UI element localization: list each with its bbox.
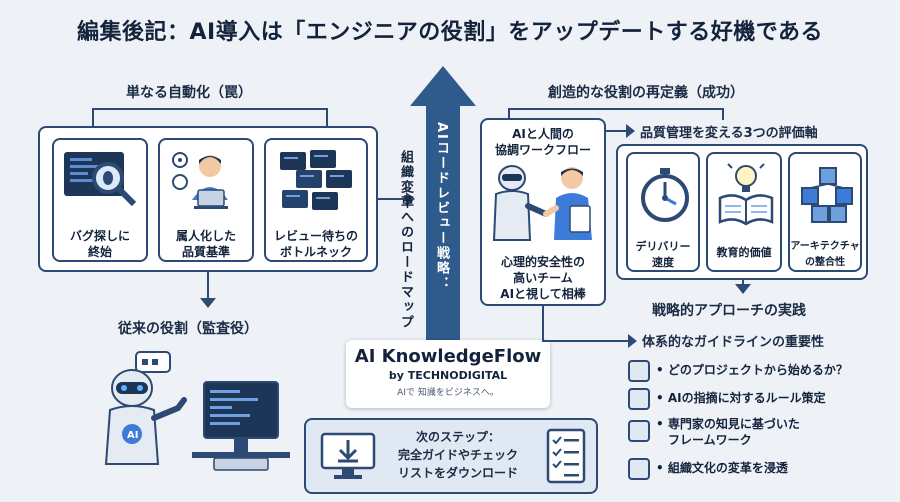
axis-label-line-1: デリバリー [635,240,691,253]
strategy-item-3-line-2: フレームワーク [668,433,752,447]
collab-desc-line-1: 心理的安全性の [500,255,585,269]
card-label-line-2: ボトルネック [279,245,352,259]
left-bracket [92,108,328,126]
strategy-item-1: • どのプロジェクトから始めるか？ [656,363,848,377]
axis-label-line-1: アーキテクチャ [790,241,860,252]
brand-by: by TECHNODIGITAL [388,369,508,382]
axis-card-delivery: デリバリー 速度 [626,152,700,272]
collab-title-line-1: AIと人間の [512,127,574,141]
axis-label-line-1: 教育的価値 [716,246,772,259]
brand-tagline: AIで 知識をビジネスへ。 [397,388,499,398]
guideline-heading: 体系的なガイドラインの重要性 [642,335,825,350]
axis-label-line-2: 速度 [652,256,674,269]
axis-card-architecture: アーキテクチャ の整合性 [788,152,862,272]
card-label-line-1: 属人化した [175,229,236,243]
download-monitor-icon [320,432,376,479]
right-heading: 創造的な役割の再定義（成功） [548,85,744,101]
roadmap-side-text: 組織変革へのロードマップ [398,150,413,330]
roadmap-arrow [410,66,476,356]
connector-arrowhead [628,334,637,348]
card-label-line-1: レビュー待ちの [273,229,358,243]
strategy-item-4: • 組織文化の変革を浸透 [656,461,788,475]
collab-desc-line-2: 高いチーム [513,271,573,285]
card-label-line-2: 終始 [87,245,112,259]
stopwatch-icon [641,168,689,222]
right-bracket [508,108,724,120]
plant-icon [628,458,650,480]
next-step-line-2: リストをダウンロード [397,466,518,480]
strategy-heading: 戦略的アプローチの実践 [652,303,806,319]
checklist-icon [628,360,650,382]
card-label-line-2: 品質基準 [181,245,230,259]
book-lightbulb-icon [718,163,774,226]
brand-box: AI KnowledgeFlow by TECHNODIGITAL AIで 知識… [346,340,550,408]
person-laptop-icon [172,152,228,209]
strategy-item-3-line-1: • 専門家の知見に基づいた [656,417,800,431]
cubes-icon [801,167,853,223]
left-heading: 単なる自動化（罠） [126,85,252,101]
collab-desc-line-3: AIと視して相棒 [500,287,586,301]
collab-title-line-2: 協調ワークフロー [494,143,591,157]
svg-text:AI: AI [127,430,138,441]
robot-auditor-illustration: AI [104,351,290,471]
next-step-title: 次のステップ： [415,430,500,444]
axis-card-educational: 教育的価値 [706,152,782,272]
connector-arrowhead [735,284,751,294]
collab-workflow-card: AIと人間の 協調ワークフロー 心理的安全性の 高いチーム AIと視して相棒 [480,118,606,306]
document-icon [628,388,650,410]
connector-arrowhead [406,192,415,206]
brand-name: AI KnowledgeFlow [354,346,542,367]
card-label-line-1: バグ探しに [69,229,130,243]
puzzle-icon [628,420,650,442]
stacked-documents-icon [280,150,352,210]
strategy-item-2: • AIの指摘に対するルール策定 [656,391,826,405]
connector-arrowhead [626,124,635,138]
connector-line [378,198,408,200]
conventional-role-heading: 従来の役割（監査役） [118,321,258,337]
connector-line [542,340,630,342]
connector-line [542,306,544,342]
axis-label-line-2: の整合性 [805,257,845,268]
connector-line [207,272,209,300]
card-review-bottleneck: レビュー待ちの ボトルネック [264,138,368,262]
next-step-line-1: 完全ガイドやチェック [397,448,518,462]
next-step-box[interactable]: 次のステップ： 完全ガイドやチェック リストをダウンロード [304,418,598,494]
robot-human-handshake-icon [492,165,592,241]
bug-magnifier-icon [64,152,137,207]
card-bug-hunting: バグ探しに 終始 [52,138,148,262]
page-title: 編集後記：AI導入は「エンジニアの役割」をアップデートする好機である [77,20,823,45]
connector-line [606,130,628,132]
checklist-icon [546,428,586,484]
connector-arrowhead [200,298,216,308]
card-individual-standards: 属人化した 品質基準 [158,138,254,262]
arrow-strategy-text: AIコードレビュー戦略： [434,122,449,291]
axes-heading: 品質管理を変える3つの評価軸 [640,126,818,141]
